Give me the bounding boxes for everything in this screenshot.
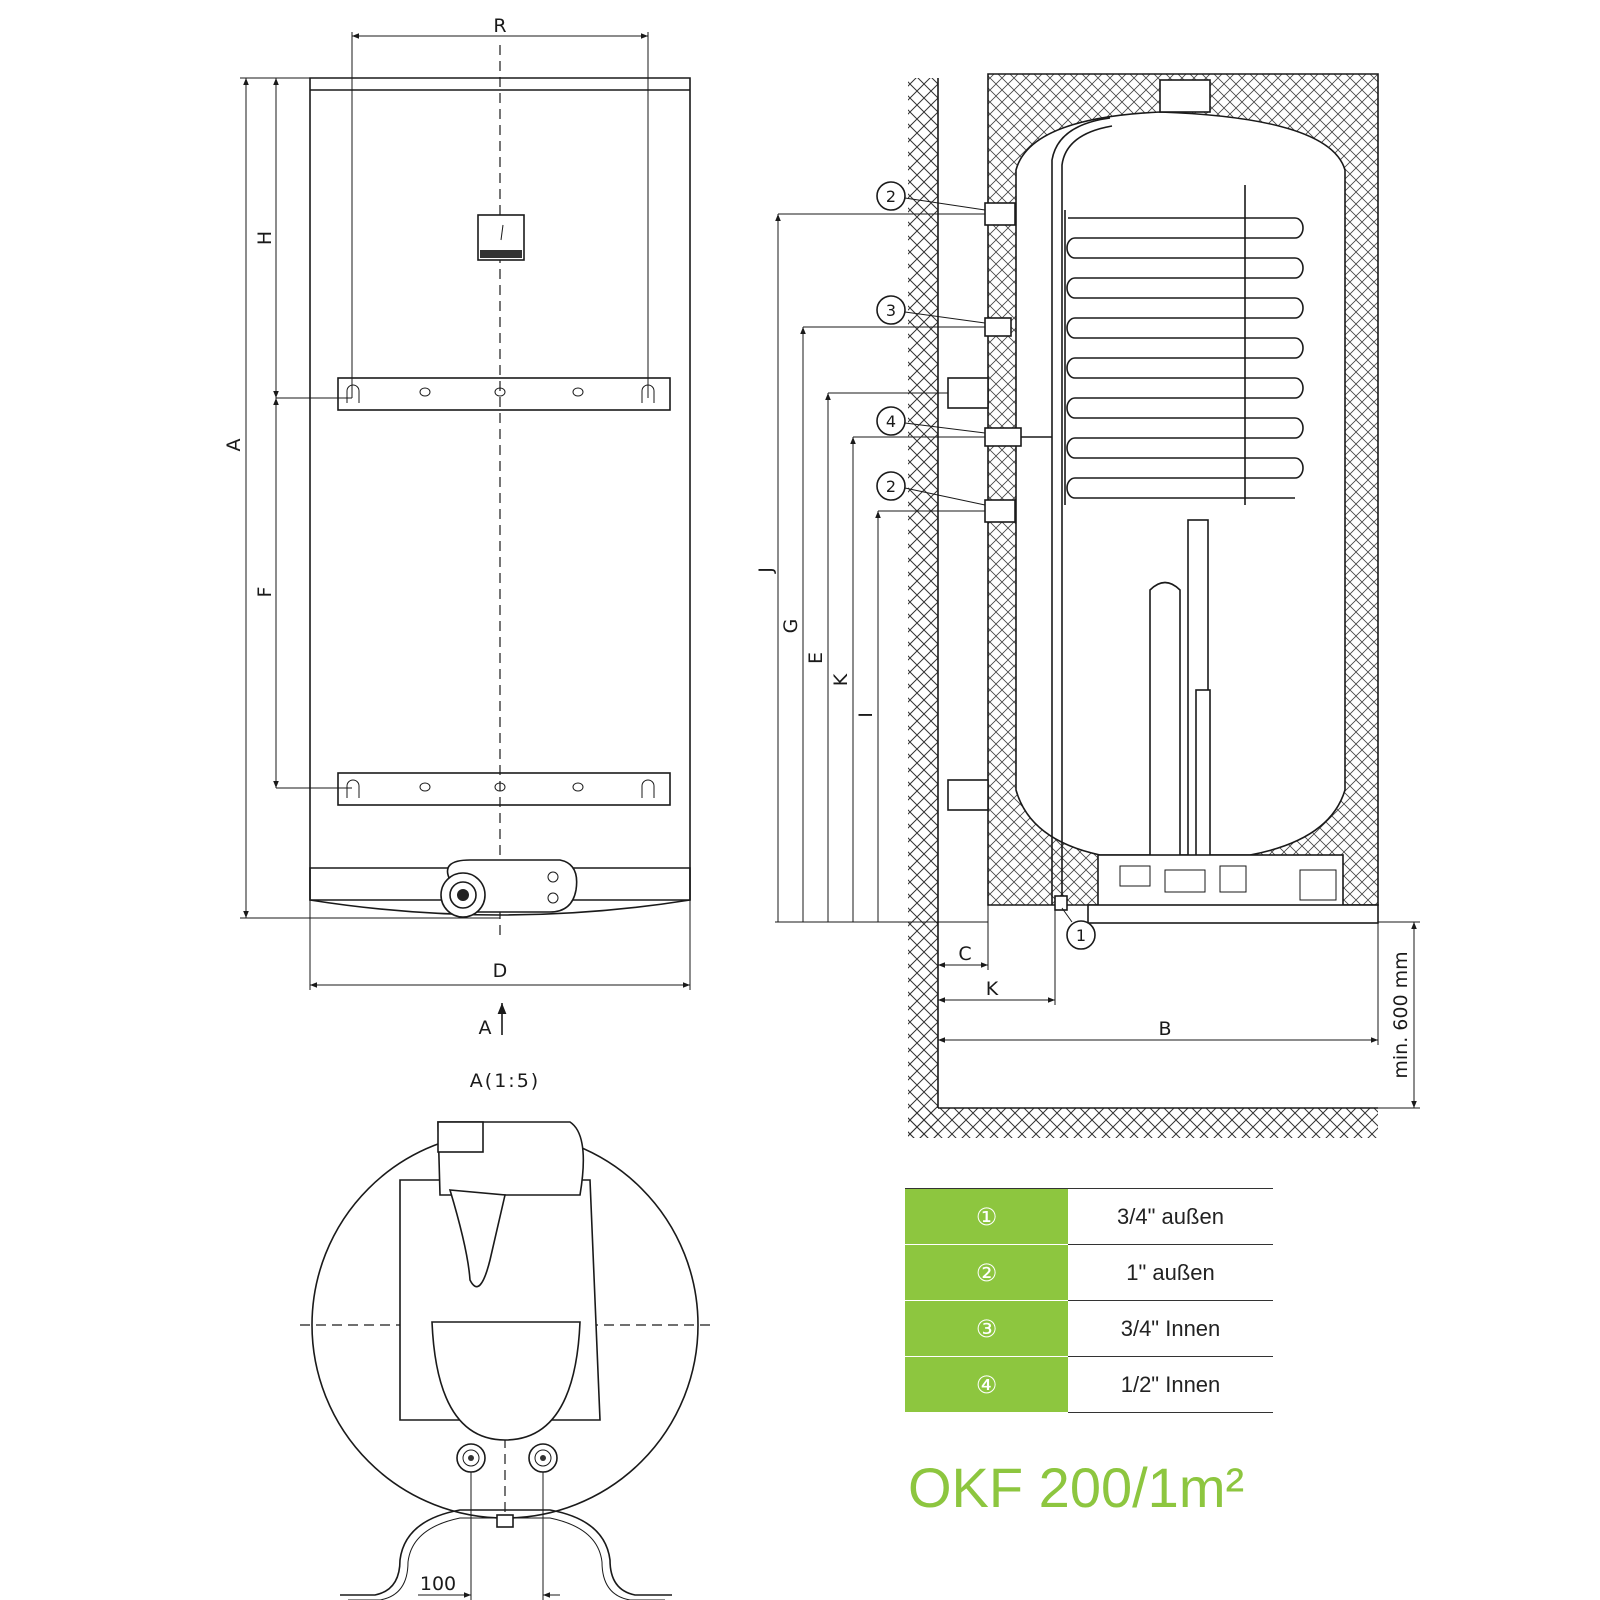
dim-G: G (780, 619, 802, 634)
legend-value: 3/4" außen (1068, 1188, 1273, 1245)
legend-symbol: ② (905, 1244, 1068, 1301)
bottom-view: A(1:5) 100 (300, 1070, 712, 1600)
dim-F: F (254, 587, 276, 598)
connection-legend-table: ① 3/4" außen ② 1" außen ③ 3/4" Innen ④ 1… (905, 1188, 1273, 1413)
view-arrow-label: A (479, 1017, 492, 1039)
svg-text:1: 1 (1076, 926, 1086, 945)
mounting-rail-top (337, 377, 671, 411)
legend-value: 1/2" Innen (1068, 1356, 1273, 1413)
front-view: R A H F D A (223, 15, 691, 1039)
section-view: 1 2 3 4 2 (755, 73, 1420, 1138)
dim-K: K (830, 673, 852, 686)
heating-element (1149, 581, 1181, 861)
dim-D: D (493, 960, 508, 982)
dim-C: C (958, 943, 971, 965)
dim-H: H (254, 231, 276, 245)
tank-front-outline (309, 77, 691, 901)
legend-symbol: ④ (905, 1356, 1068, 1413)
control-knob (440, 859, 578, 918)
mounting-rail-bottom (337, 772, 671, 806)
bottom-cover (309, 867, 691, 916)
dim-A: A (223, 439, 245, 452)
marker-3: 3 (876, 295, 986, 325)
legend-symbol: ① (905, 1188, 1068, 1245)
marker-2-upper: 2 (876, 181, 986, 211)
bottom-view-title: A(1:5) (470, 1070, 540, 1092)
dim-R: R (493, 15, 506, 37)
dim-I: I (855, 712, 877, 718)
legend-row: ① 3/4" außen (905, 1188, 1273, 1245)
legend-value: 1" außen (1068, 1244, 1273, 1301)
legend-row: ② 1" außen (905, 1244, 1273, 1301)
wall-hatch (908, 78, 938, 1138)
svg-text:4: 4 (886, 412, 896, 431)
cold-water-pipe (1051, 117, 1111, 905)
legend-row: ④ 1/2" Innen (905, 1356, 1273, 1413)
model-title: OKF 200/1m² (908, 1456, 1245, 1519)
dim-E: E (805, 652, 827, 664)
connection-stubs (947, 202, 1068, 911)
heat-exchanger-coil (1064, 185, 1304, 505)
marker-2-lower: 2 (876, 471, 986, 506)
bottom-flange (1087, 854, 1379, 924)
bottom-connections (456, 1443, 558, 1473)
dim-100: 100 (420, 1573, 456, 1595)
floor-clearance: min. 600 mm (1390, 951, 1412, 1078)
marker-4: 4 (876, 406, 986, 436)
legend-value: 3/4" Innen (1068, 1300, 1273, 1357)
svg-text:3: 3 (886, 301, 896, 320)
dim-K-horizontal: K (986, 978, 999, 1000)
stand-feet (340, 1509, 672, 1596)
legend-row: ③ 3/4" Innen (905, 1300, 1273, 1357)
marker-1: 1 (1061, 907, 1096, 950)
legend-symbol: ③ (905, 1300, 1068, 1357)
dim-B: B (1158, 1018, 1171, 1040)
svg-text:2: 2 (886, 187, 896, 206)
dim-J: J (755, 567, 777, 574)
floor-hatch (908, 1108, 1378, 1138)
anode-cap (1159, 79, 1211, 113)
svg-text:2: 2 (886, 477, 896, 496)
